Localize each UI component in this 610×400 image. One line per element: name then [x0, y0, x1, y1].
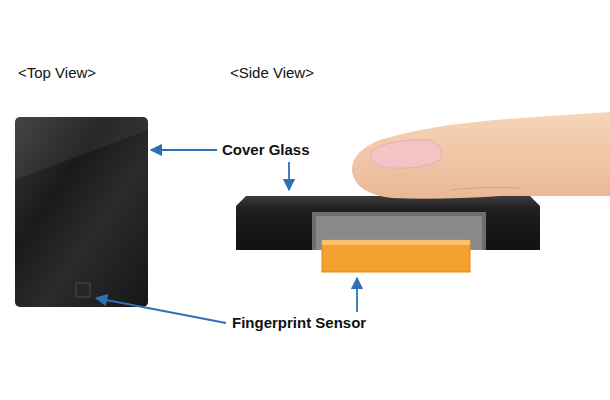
- device-side-view: [236, 196, 540, 272]
- finger: [352, 112, 610, 199]
- view-title: <Side View>: [230, 64, 314, 81]
- leader-arrows: [96, 150, 357, 323]
- phone-top-view: [15, 117, 148, 307]
- part-name: Cover Glass: [222, 141, 310, 158]
- part-name: Fingerprint Sensor: [232, 314, 366, 331]
- view-title: <Top View>: [18, 64, 96, 81]
